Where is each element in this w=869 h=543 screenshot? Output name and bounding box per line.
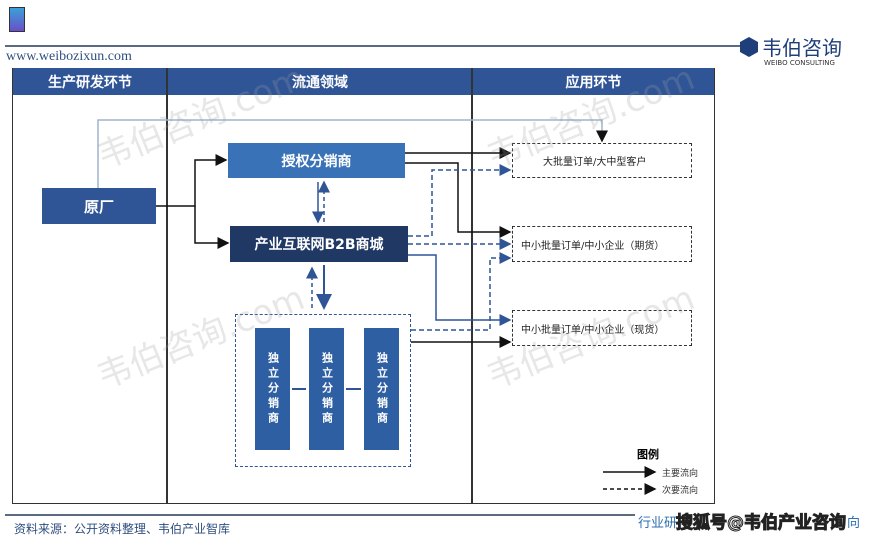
arrow-factory-top bbox=[97, 119, 608, 188]
node-factory: 原厂 bbox=[42, 188, 156, 224]
target-sme-futures: 中小批量订单/中小企业（期货） bbox=[512, 226, 692, 262]
independent-group bbox=[235, 314, 411, 467]
brand-name: 韦伯咨询 bbox=[762, 38, 842, 60]
column-divider bbox=[471, 68, 473, 504]
column-header-production: 生产研发环节 bbox=[13, 68, 167, 95]
target-sme-spot: 中小批量订单/中小企业（现货） bbox=[512, 310, 692, 346]
node-b2b-mall: 产业互联网B2B商城 bbox=[230, 226, 408, 262]
legend-title: 图例 bbox=[637, 448, 659, 461]
legend-secondary-label: 次要流向 bbox=[662, 486, 699, 496]
site-url: www.weibozixun.com bbox=[6, 49, 132, 64]
column-header-circulation: 流通领域 bbox=[168, 68, 472, 95]
footer-source: 资料来源：公开资料整理、韦伯产业智库 bbox=[14, 522, 231, 536]
column-divider bbox=[166, 68, 168, 504]
footer-partial-end: 向 bbox=[847, 515, 861, 530]
legend-main-label: 主要流向 bbox=[662, 469, 699, 479]
footer-rule bbox=[5, 514, 635, 516]
column-header-application: 应用环节 bbox=[473, 68, 714, 95]
node-independent-distributor: 独立分销商 bbox=[309, 328, 344, 450]
logo-square bbox=[9, 7, 25, 32]
node-independent-distributor: 独立分销商 bbox=[255, 328, 290, 450]
header-rule bbox=[5, 45, 740, 47]
sohu-watermark: 搜狐号@韦伯产业咨询 bbox=[676, 513, 847, 534]
node-authorized-distributor: 授权分销商 bbox=[228, 143, 405, 178]
node-independent-distributor: 独立分销商 bbox=[364, 328, 399, 450]
brand-en: WEIBO CONSULTING bbox=[764, 59, 835, 67]
footer-partial-text: 行业研 bbox=[638, 515, 678, 530]
target-large-orders: 大批量订单/大中型客户 bbox=[512, 143, 692, 178]
brand-hex-icon bbox=[740, 37, 758, 57]
